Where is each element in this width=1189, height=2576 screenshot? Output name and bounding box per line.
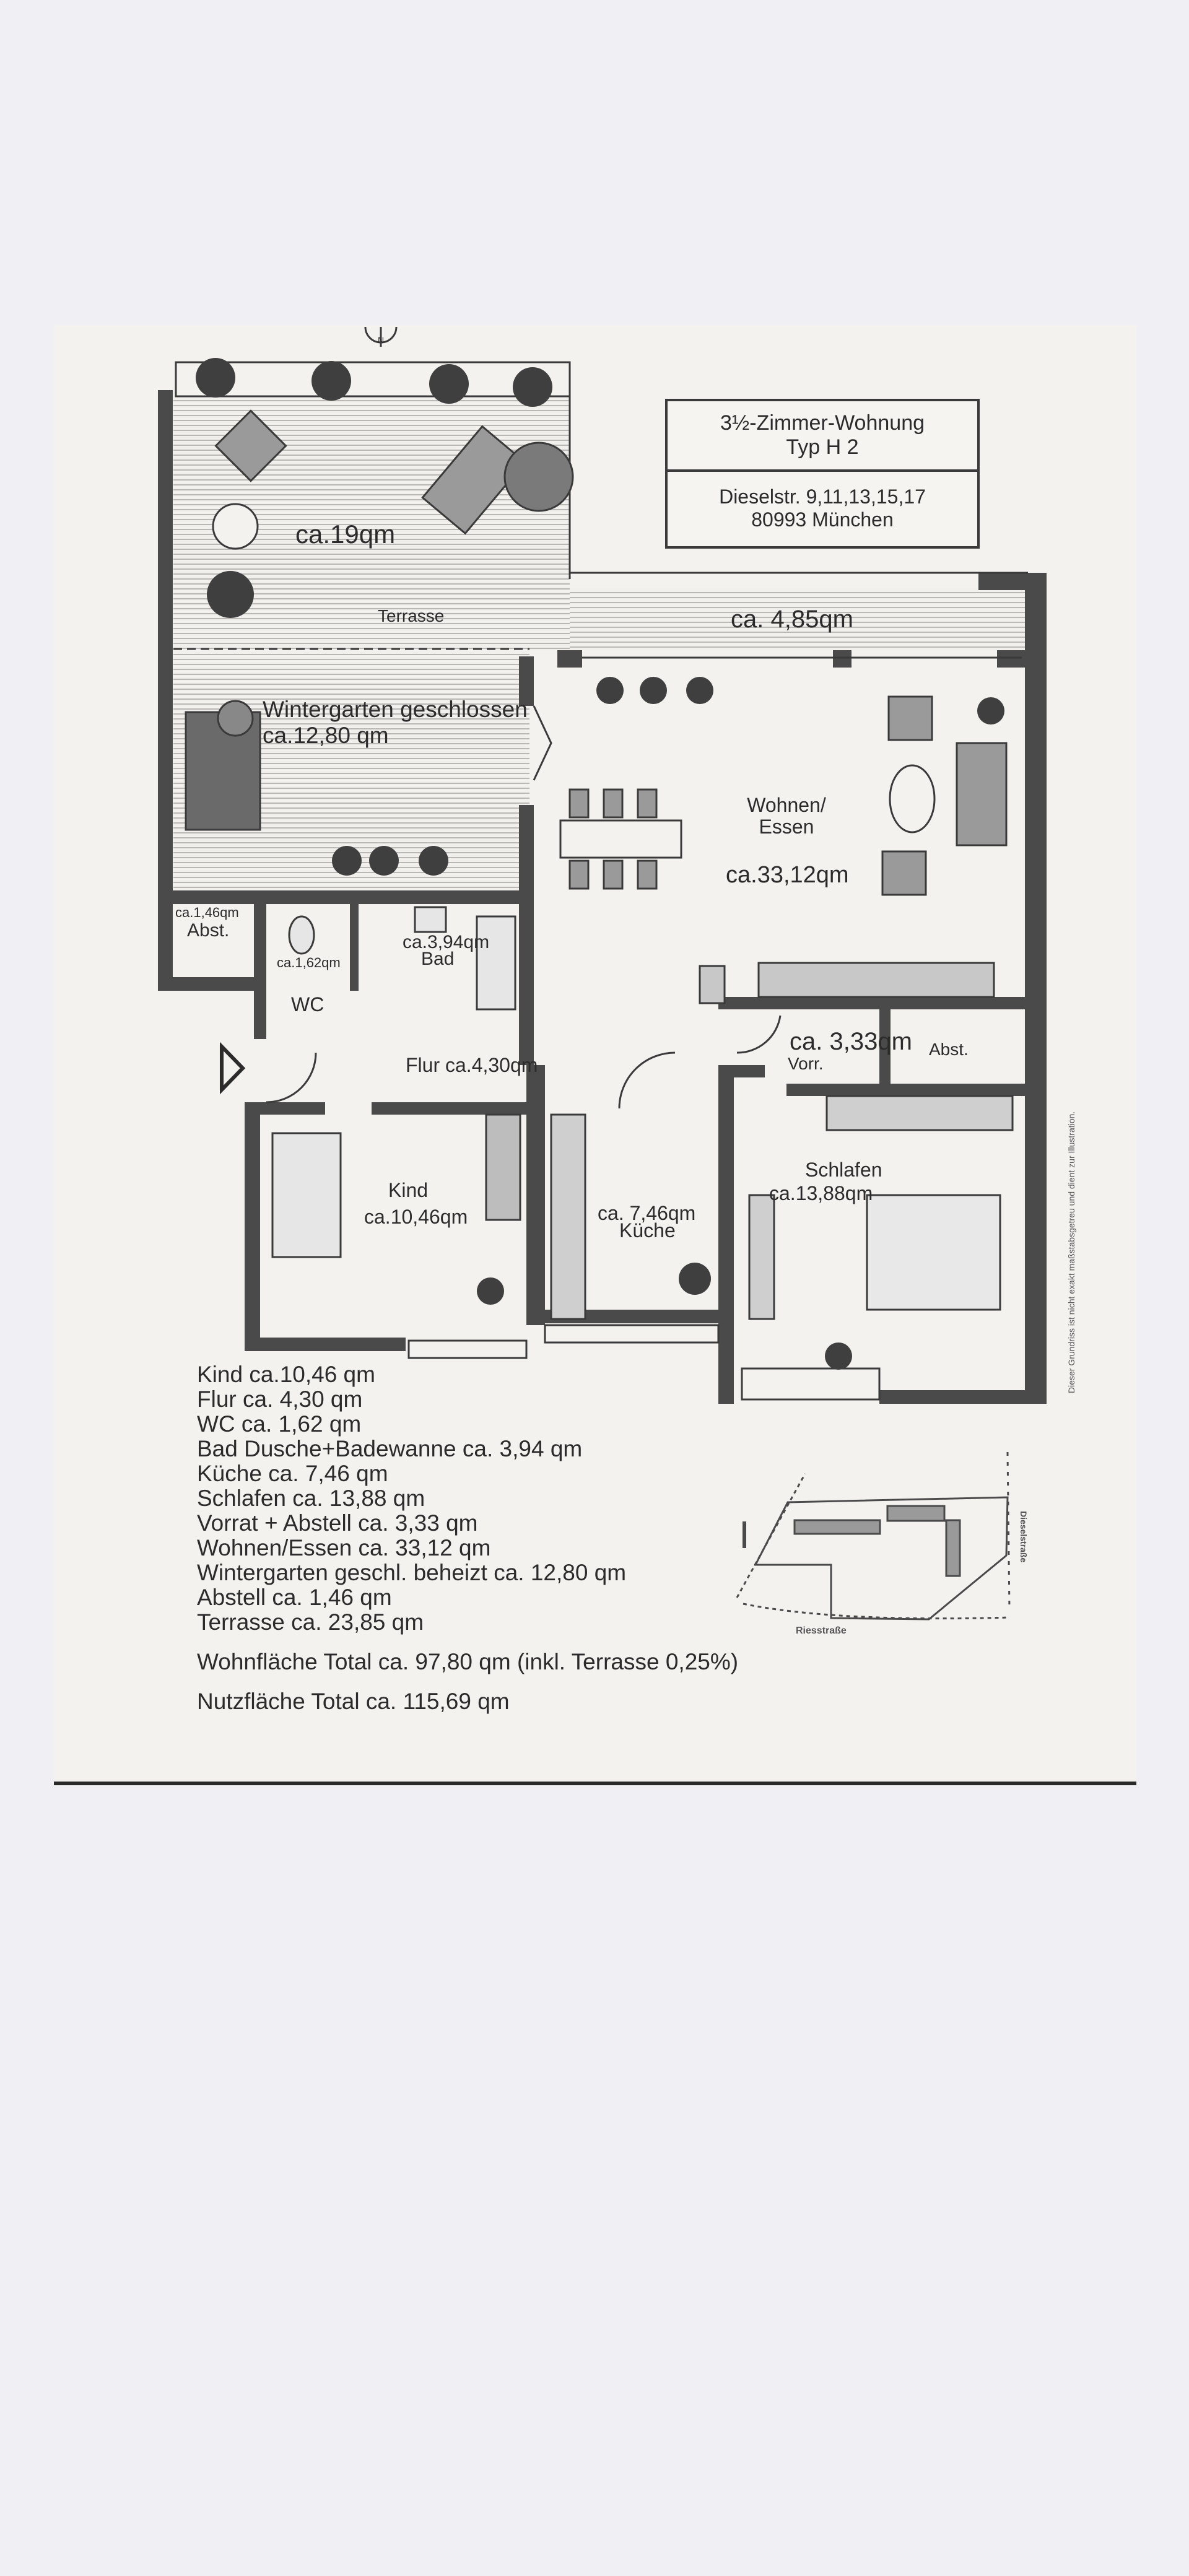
wohnen-label: Wohnen/ Essen (743, 794, 830, 838)
kueche-area: ca. 7,46qm (598, 1202, 696, 1224)
terrace-small-area: ca. 4,85qm (731, 606, 853, 633)
entrance-arrow-icon (220, 1042, 246, 1095)
site-street-right: Dieselstraße (1019, 1511, 1029, 1563)
apartment-code: Typ H 2 (786, 435, 859, 459)
vorr-area: ca. 3,33qm (790, 1028, 912, 1055)
north-arrow-icon (364, 326, 398, 347)
vorr-label: Vorr. (788, 1054, 824, 1073)
planter-strip (175, 361, 571, 398)
kind-area: ca.10,46qm (364, 1206, 468, 1228)
wc-label: WC (291, 993, 324, 1016)
furniture (185, 409, 1014, 1320)
schlafen-area: ca.13,88qm (769, 1182, 873, 1204)
site-plan (736, 1451, 1011, 1621)
bad-area: ca.3,94qm (403, 932, 490, 952)
legend-item: Wohnen/Essen ca. 33,12 qm (197, 1535, 491, 1560)
legend-item: Vorrat + Abstell ca. 3,33 qm (197, 1510, 478, 1536)
legend-item: Flur ca. 4,30 qm (197, 1386, 363, 1412)
address-street: Dieselstr. 9,11,13,15,17 (719, 485, 926, 508)
terrace-area: ca.19qm (295, 520, 396, 549)
kind-label: Kind (388, 1179, 429, 1201)
legend-item: WC ca. 1,62 qm (197, 1411, 362, 1437)
legend-item: Wintergarten geschl. beheizt ca. 12,80 q… (197, 1560, 627, 1585)
door-swings (266, 705, 782, 1109)
schlafen-label: Schlafen (805, 1159, 882, 1181)
wohnen-area: ca.33,12qm (726, 862, 849, 888)
wohnflaeche-total: Wohnfläche Total ca. 97,80 qm (inkl. Ter… (197, 1649, 739, 1674)
apartment-type: 3½-Zimmer-Wohnung (720, 411, 925, 435)
wohnen-label-2: Essen (759, 816, 814, 838)
wintergarten-area: ca.12,80 qm (263, 723, 389, 748)
abst-label: Abst. (187, 920, 230, 941)
legend-item: Terrasse ca. 23,85 qm (197, 1609, 424, 1635)
legend-item: Küche ca. 7,46 qm (197, 1461, 388, 1486)
terrace-small-hatch (570, 588, 1025, 650)
terrace-label: Terrasse (378, 606, 445, 625)
abst2-label: Abst. (929, 1040, 969, 1059)
wohnen-label-1: Wohnen/ (747, 794, 826, 816)
legend-item: Bad Dusche+Badewanne ca. 3,94 qm (197, 1436, 583, 1461)
title-box: 3½-Zimmer-Wohnung Typ H 2 Dieselstr. 9,1… (665, 399, 980, 549)
legend-item: Schlafen ca. 13,88 qm (197, 1486, 425, 1511)
nutzflaeche-total: Nutzfläche Total ca. 115,69 qm (197, 1689, 510, 1714)
kueche-label: Küche (619, 1219, 676, 1242)
wc-area: ca.1,62qm (277, 955, 341, 970)
flur-label: Flur ca.4,30qm (406, 1054, 538, 1076)
address-city: 80993 München (751, 508, 894, 531)
plants (196, 358, 1004, 1370)
site-street-bottom: Riesstraße (796, 1625, 847, 1636)
legend-item: Kind ca.10,46 qm (197, 1362, 375, 1387)
abst-area: ca.1,46qm (175, 905, 239, 920)
north-label: N (378, 335, 385, 345)
walls (158, 390, 1047, 1404)
wintergarten-label: Wintergarten geschlossen (263, 697, 528, 722)
bad-label: Bad (421, 949, 455, 969)
area-legend: Kind ca.10,46 qm Flur ca. 4,30 qm WC ca.… (197, 1362, 738, 1714)
legend-item: Abstell ca. 1,46 qm (197, 1585, 392, 1610)
disclaimer-text: Dieser Grundriss ist nicht exakt maßstab… (1066, 1111, 1076, 1393)
